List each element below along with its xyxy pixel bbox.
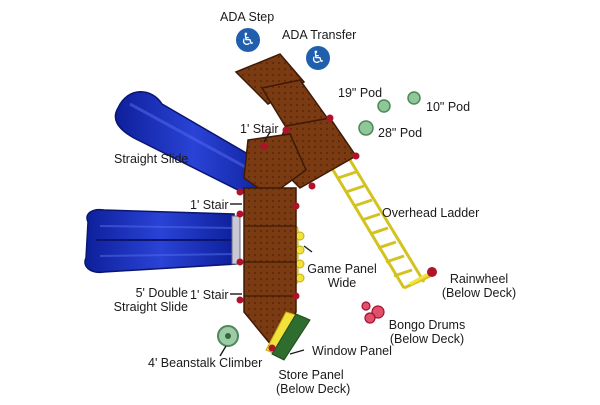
stepping-pod-icon	[358, 91, 421, 136]
rainwheel-icon	[409, 267, 437, 286]
pod-19-label: 19" Pod	[338, 86, 383, 100]
window-panel-label: Window Panel	[312, 344, 392, 358]
stair-mid-label: 1' Stair	[190, 198, 229, 212]
overhead-ladder	[328, 159, 431, 290]
pod-10-label: 10" Pod	[426, 100, 471, 114]
bongo-drums-icon	[361, 301, 385, 324]
deck-brackets	[236, 114, 360, 352]
rainwheel-label: Rainwheel (Below Deck)	[441, 272, 517, 300]
double-slide-label: 5' Double Straight Slide	[113, 286, 188, 314]
store-panel	[271, 313, 311, 361]
wheelchair-icon: ♿	[306, 46, 330, 70]
double-straight-slide	[84, 208, 241, 274]
pod-28-label: 28" Pod	[378, 126, 423, 140]
stair-tower	[243, 187, 297, 348]
wheelchair-icon: ♿	[236, 28, 260, 52]
stair-bottom-label: 1' Stair	[190, 288, 229, 302]
straight-slide-label: Straight Slide	[114, 152, 189, 166]
ada-step-label: ADA Step	[220, 10, 275, 24]
bongo-drums-label: Bongo Drums (Below Deck)	[388, 318, 466, 346]
beanstalk-climber-icon	[217, 325, 239, 347]
store-panel-label: Store Panel (Below Deck)	[276, 368, 351, 396]
leader-lines	[219, 131, 313, 357]
beanstalk-label: 4' Beanstalk Climber	[148, 356, 263, 370]
stair-top-label: 1' Stair	[240, 122, 279, 136]
upper-deck	[234, 53, 358, 197]
ada-transfer-label: ADA Transfer	[282, 28, 357, 42]
game-panel-label: Game Panel Wide	[307, 262, 377, 290]
overhead-ladder-label: Overhead Ladder	[382, 206, 480, 220]
